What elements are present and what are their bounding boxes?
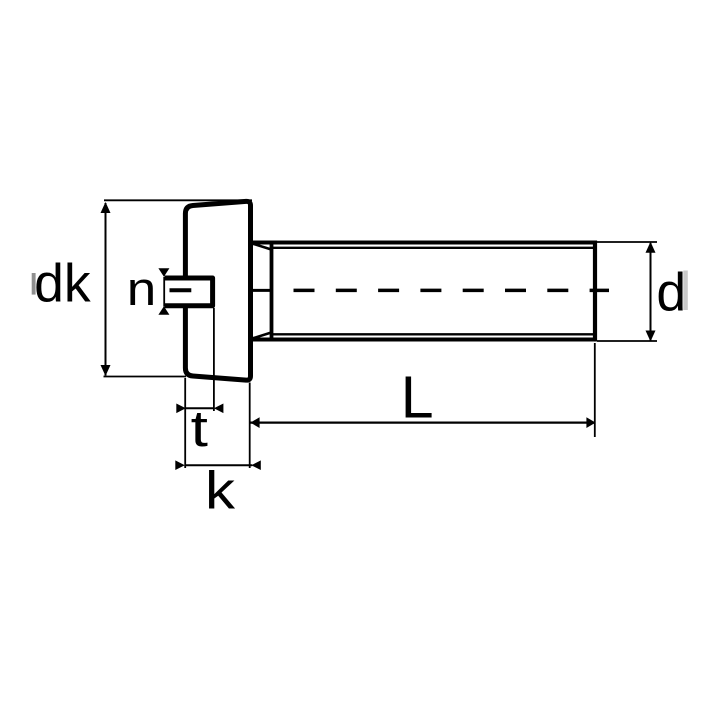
svg-text:n: n [127, 263, 157, 316]
svg-text:k: k [205, 461, 236, 520]
svg-text:d: d [656, 263, 686, 322]
svg-text:dk: dk [34, 254, 91, 313]
svg-text:t: t [191, 400, 208, 457]
svg-text:L: L [401, 365, 434, 431]
